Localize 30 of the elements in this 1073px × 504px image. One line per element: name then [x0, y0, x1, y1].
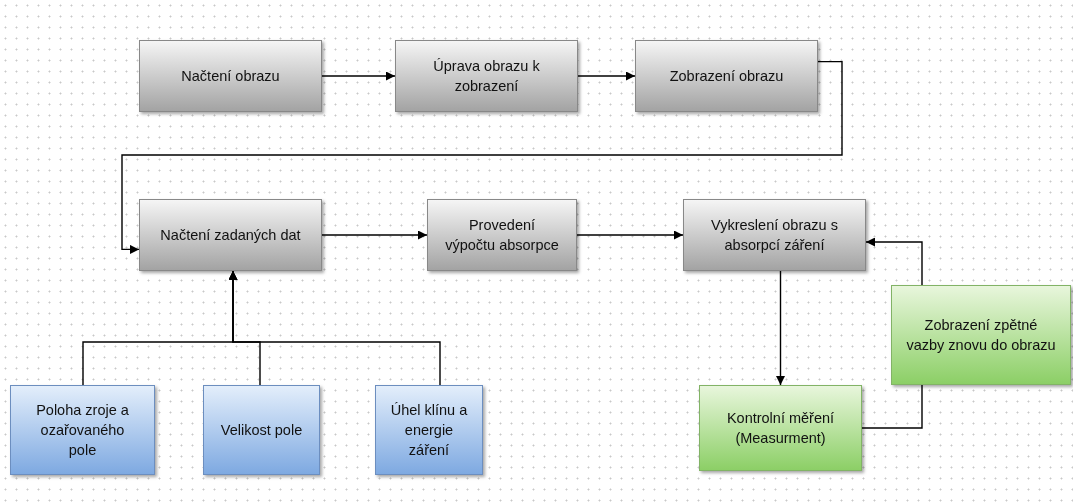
process-box — [635, 40, 818, 112]
process-box — [683, 199, 866, 271]
process-box — [203, 385, 320, 475]
arrow — [321, 230, 428, 240]
box-label: Načtení zadaných dat — [159, 225, 302, 245]
box-label: Zobrazení zpětné vazby znovu do obrazu — [905, 315, 1057, 355]
process-box — [375, 385, 483, 475]
arrow — [121, 60, 843, 254]
box-label: Úprava obrazu k zobrazení — [432, 56, 541, 96]
arrow — [776, 270, 785, 386]
box-label: Vykreslení obrazu s absorpcí záření — [710, 215, 839, 255]
process-box — [427, 199, 577, 271]
process-box — [139, 40, 322, 112]
box-label: Kontrolní měření (Measurment) — [725, 408, 836, 448]
arrow — [577, 71, 636, 81]
process-box — [395, 40, 578, 112]
process-box — [699, 385, 862, 471]
arrow — [228, 270, 441, 386]
process-box — [10, 385, 155, 475]
box-label: Poloha zroje a ozařovaného pole — [35, 400, 130, 461]
process-box — [139, 199, 322, 271]
arrow — [321, 71, 396, 81]
process-box — [891, 285, 1071, 385]
box-label: Úhel klínu a energie záření — [389, 400, 469, 461]
arrow — [865, 237, 923, 286]
box-label: Zobrazení obrazu — [668, 66, 785, 86]
arrow — [576, 230, 684, 240]
box-label: Velikost pole — [219, 420, 304, 440]
box-label: Provedení výpočtu absorpce — [444, 215, 560, 255]
box-label: Načtení obrazu — [180, 66, 281, 86]
